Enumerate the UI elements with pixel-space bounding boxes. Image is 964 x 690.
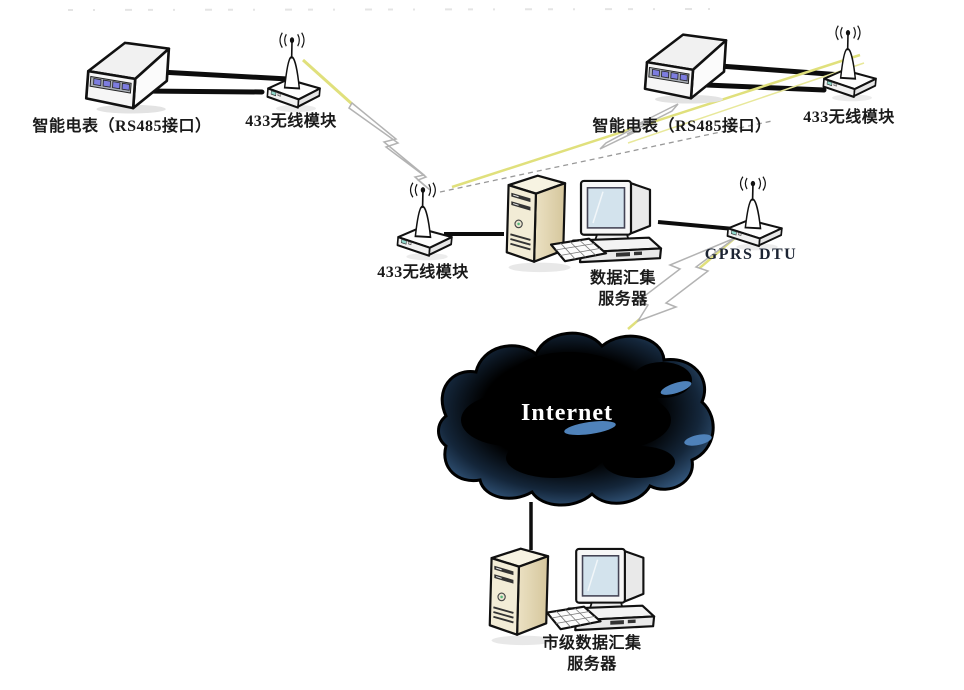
internet-cloud-icon [437,331,715,507]
city-server-label-line1: 市级数据汇集 [542,635,642,652]
city-server-label-line2: 服务器 [567,656,617,673]
gprs-dtu-icon [726,176,783,252]
lightning-bolt-right-icon [599,103,679,150]
lightning-bolt-left-icon [348,101,431,191]
wireless-module-right-icon [822,25,878,103]
wireless-dashed-link [439,120,773,193]
smart-meter-left-icon [84,41,171,114]
lightning-bolt-gprs-icon [636,237,736,323]
rs485-cable-right [703,62,845,93]
radio-beam-right [451,53,861,189]
wireless-module-center-icon [396,182,453,262]
smart-meter-right-icon [643,33,728,104]
computer-to-dtu-cable [657,220,735,231]
radio-beam-right-edge [627,62,865,144]
collector-server-label: 数据汇集 服务器 [590,268,656,310]
collector-server-label-line2: 服务器 [598,291,648,308]
collector-computer-icon [550,179,663,264]
scan-artifact-line [67,8,711,11]
smart-meter-right-label: 智能电表（RS485接口） [592,118,772,135]
city-computer-icon [546,547,656,632]
city-server-label: 市级数据汇集 服务器 [542,633,641,675]
wireless-module-left-label: 433无线模块 [245,113,337,130]
collector-server-label-line1: 数据汇集 [589,270,657,287]
smart-meter-left-label: 智能电表（RS485接口） [32,118,212,135]
wireless-module-left-icon [266,32,322,114]
gprs-dtu-label: GPRS DTU [704,246,798,263]
wireless-module-right-label: 433无线模块 [803,109,895,126]
internet-label: Internet [521,400,613,426]
wireless-module-center-label: 433无线模块 [377,264,469,281]
